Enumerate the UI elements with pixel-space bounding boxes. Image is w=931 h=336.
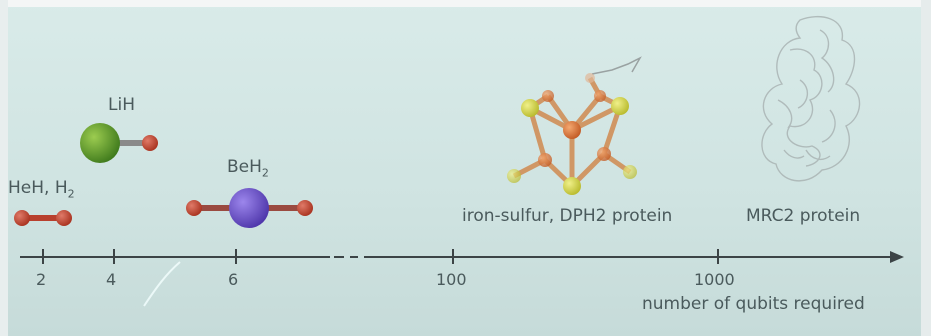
sulfur-atom	[623, 165, 637, 179]
beh2-molecule	[186, 188, 313, 228]
ligand-chain	[591, 56, 642, 75]
iron-atom	[597, 147, 611, 161]
lithium-atom	[80, 123, 120, 163]
mrc2-label: MRC2 protein	[746, 206, 861, 226]
iron-sulfur-cluster	[507, 56, 642, 195]
tick-label-6: 6	[228, 270, 239, 289]
qubit-axis	[20, 249, 904, 264]
sulfur-atom	[521, 99, 539, 117]
hydrogen-atom	[142, 135, 158, 151]
tick-label-1000: 1000	[694, 270, 735, 289]
iron-atom	[538, 153, 552, 167]
screen-left-border	[0, 0, 8, 336]
hydrogen-atom	[14, 210, 30, 226]
beh2-label: BeH2	[227, 157, 269, 180]
tick-label-2: 2	[36, 270, 47, 289]
iron-atom	[594, 90, 606, 102]
iron-atom	[563, 121, 581, 139]
heh-h2-label: HeH, H2	[8, 178, 75, 201]
tick-label-100: 100	[436, 270, 467, 289]
screen-right-border	[921, 0, 931, 336]
pen-streak	[143, 261, 181, 307]
screen-top-border	[0, 0, 931, 7]
sulfur-atom	[563, 177, 581, 195]
axis-title: number of qubits required	[642, 294, 865, 314]
hydrogen-atom	[297, 200, 313, 216]
iron-sulfur-label: iron-sulfur, DPH2 protein	[462, 206, 673, 226]
carbon-atom	[585, 73, 595, 83]
tick-label-4: 4	[106, 270, 117, 289]
lih-label: LiH	[108, 95, 135, 115]
lih-molecule	[80, 123, 158, 163]
sulfur-atom	[611, 97, 629, 115]
mrc2-protein	[761, 16, 861, 182]
axis-arrowhead	[890, 251, 904, 263]
heh-h2-molecule	[14, 210, 72, 226]
hydrogen-atom	[186, 200, 202, 216]
beryllium-atom	[229, 188, 269, 228]
iron-atom	[542, 90, 554, 102]
hydrogen-atom	[56, 210, 72, 226]
sulfur-atom	[507, 169, 521, 183]
